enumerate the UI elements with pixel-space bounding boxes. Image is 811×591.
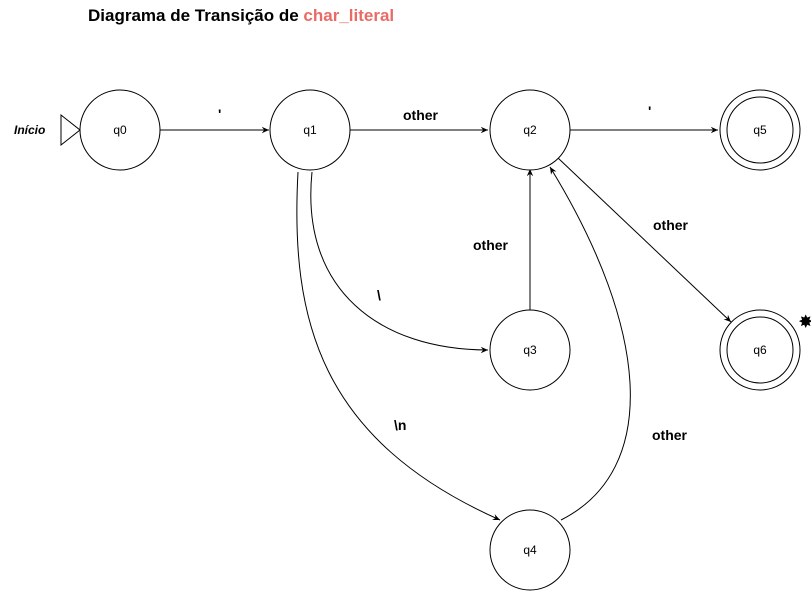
edge-label-q2-q5: ': [648, 103, 651, 119]
edge-q1-q3: [310, 171, 489, 354]
edge-label-q2-q6: other: [653, 217, 689, 233]
state-q5: q5: [719, 89, 801, 171]
start-label: Início: [14, 123, 45, 137]
state-q3: q3: [489, 309, 571, 391]
edge-label-q1-q3: \: [377, 287, 381, 303]
state-label-q4: q4: [523, 543, 537, 557]
edge-label-q4-q2: other: [652, 427, 688, 443]
state-q4: q4: [489, 509, 571, 591]
edge-q2-q6: [557, 157, 732, 323]
state-label-q1: q1: [303, 123, 317, 137]
state-q6: q6: [719, 309, 801, 391]
edge-label-q1-q4: \n: [394, 417, 406, 433]
edge-label-q1-q2: other: [403, 107, 439, 123]
state-q2: q2: [489, 89, 571, 171]
edge-label-q3-q2: other: [473, 237, 509, 253]
edge-q1-q4: [296, 171, 501, 521]
retract-star-icon: ✸: [798, 314, 811, 331]
diagram-title: Diagrama de Transição de char_literal: [88, 6, 394, 25]
state-label-q0: q0: [113, 123, 127, 137]
state-q0: q0: [79, 89, 161, 171]
state-label-q2: q2: [523, 123, 537, 137]
state-label-q3: q3: [523, 343, 537, 357]
edge-q4-q2: [549, 166, 631, 521]
state-label-q5: q5: [753, 123, 767, 137]
edge-label-q0-q1: ': [218, 106, 221, 122]
state-label-q6: q6: [753, 343, 767, 357]
state-q1: q1: [269, 89, 351, 171]
start-arrow-icon: [60, 113, 81, 147]
diagram-title-accent: char_literal: [303, 6, 394, 25]
